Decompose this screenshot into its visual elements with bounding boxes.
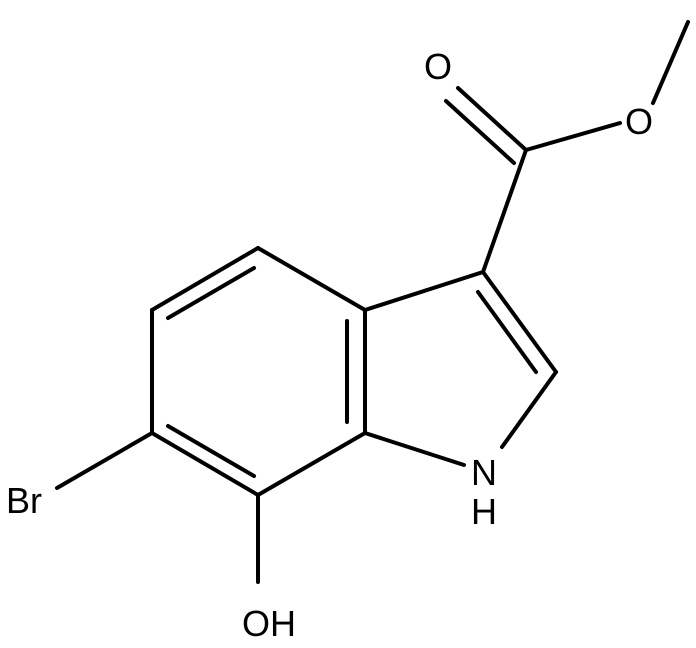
bond-c6-br <box>55 431 154 490</box>
bond-c3a-c4 <box>256 246 367 312</box>
atom-oh-label: OH <box>242 603 296 644</box>
atom-n-label: N <box>471 452 497 493</box>
atom-ester-o-label: O <box>625 101 653 142</box>
bond-o-methyl <box>651 20 690 105</box>
bond-c4-c5-inner <box>166 266 256 320</box>
bond-c6-c7 <box>150 431 260 497</box>
bond-c3a-c3 <box>363 270 485 312</box>
atom-h-label: H <box>471 491 497 532</box>
bond-c3-c2-inner <box>476 290 538 374</box>
bond-c2-n1 <box>500 370 558 449</box>
bond-c4-c5 <box>150 246 260 312</box>
bond-carbonyl-o-double-a <box>456 86 528 152</box>
bond-carbonyl-o-ester <box>524 121 622 152</box>
bond-c3-carbonyl <box>481 148 528 274</box>
bond-c7-c7a <box>256 431 367 497</box>
bond-c6-c7-inner <box>166 424 256 478</box>
atom-br-label: Br <box>6 480 42 521</box>
bond-n1-c7a <box>363 431 466 467</box>
atom-carbonyl-o-label: O <box>424 46 452 87</box>
bond-carbonyl-o-double-b <box>444 99 516 165</box>
bond-c3-c2 <box>481 270 558 374</box>
